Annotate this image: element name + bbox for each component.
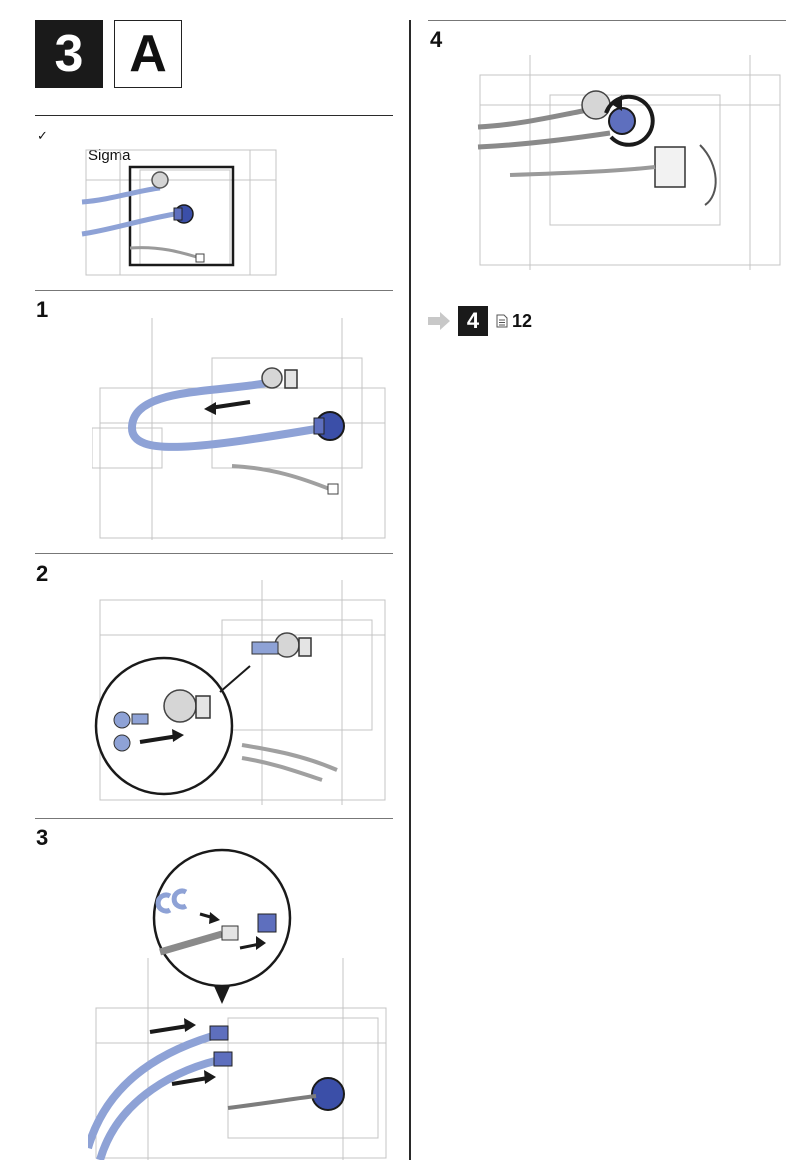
section-number-badge: 3 [35, 20, 103, 88]
document-icon [496, 314, 508, 328]
reference-section-badge: 4 [458, 306, 488, 336]
step-1-number: 1 [36, 297, 49, 322]
cross-reference[interactable]: 4 12 [428, 306, 588, 336]
step-4-rule [428, 20, 786, 21]
step-1-illustration [92, 318, 392, 540]
step-3-number: 3 [36, 825, 49, 850]
header-rule [35, 115, 393, 116]
column-divider [409, 20, 411, 1160]
step-4-illustration [470, 55, 790, 270]
step-3-illustration [88, 848, 392, 1160]
reference-page-number: 12 [512, 311, 533, 331]
step-2-number: 2 [36, 561, 49, 586]
step-3-rule [35, 818, 393, 819]
step-2-illustration [92, 580, 392, 805]
variant-letter-badge: A [114, 20, 182, 88]
step-1-rule [35, 290, 393, 291]
right-arrow-icon [428, 312, 450, 330]
step-2-rule [35, 553, 393, 554]
step-4-number: 4 [430, 27, 443, 52]
prerequisite-check-icon: ✓ [37, 128, 48, 143]
prerequisite-illustration [80, 140, 290, 280]
